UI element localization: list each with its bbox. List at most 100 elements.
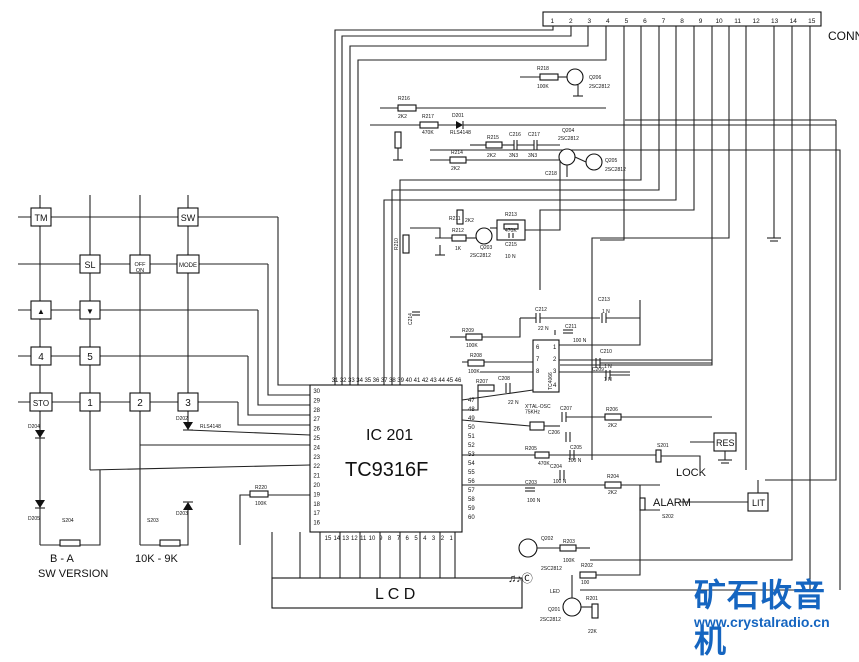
- ic201-name: IC 201: [366, 427, 413, 444]
- label-lit: LIT: [752, 498, 766, 508]
- ic201-part: TC9316F: [345, 459, 428, 481]
- key-up[interactable]: ▲: [37, 307, 45, 316]
- ic201-pin-12: 12: [351, 536, 358, 542]
- top-components: R218 100K Q206 2SC2812 R216 2K2 R217 470…: [370, 66, 836, 325]
- r211-label: R211: [449, 216, 461, 222]
- label-sw-version: SW VERSION: [38, 568, 108, 580]
- ic201-pin-30: 30: [313, 389, 320, 395]
- r209-label: R209: [462, 328, 474, 334]
- watermark-url: www.crystalradio.cn: [694, 614, 830, 630]
- d203-label: D203: [176, 511, 188, 517]
- r202-label: R202: [581, 563, 593, 569]
- key-sto[interactable]: STO: [33, 399, 49, 408]
- r212-value: 1K: [455, 246, 462, 252]
- c217-value: 3N3: [528, 153, 537, 159]
- c208-value: 22 N: [508, 400, 519, 406]
- key-tm[interactable]: TM: [35, 213, 48, 223]
- r216-value: 2K2: [398, 114, 407, 120]
- ic201-pin-52: 52: [468, 443, 475, 449]
- r207-label: R207: [476, 379, 488, 385]
- connector-pin-12: 12: [753, 18, 761, 25]
- ic201-pin-10: 10: [369, 536, 376, 542]
- ic201-pin-22: 22: [313, 464, 320, 470]
- c210-value: 1 N: [604, 364, 612, 370]
- ic201-pin-23: 23: [313, 455, 320, 461]
- ic202-pin7: 7: [536, 357, 540, 363]
- lcd-label: L C D: [375, 586, 415, 603]
- ic201-pin-14: 14: [333, 536, 340, 542]
- ic201-pin-8: 8: [388, 536, 392, 542]
- buzzer-symbol: ♫♪Ⓒ: [508, 572, 533, 585]
- r213-value: 470K: [505, 228, 517, 234]
- q205-label: Q205: [605, 158, 617, 164]
- ic201-pin-11: 11: [360, 536, 367, 542]
- c203-label: C203: [525, 480, 537, 486]
- ic201-pin-41: 41: [414, 378, 421, 384]
- c212-label: C212: [535, 307, 547, 313]
- q206-type: 2SC2812: [589, 84, 610, 90]
- ic201-pin-34: 34: [356, 378, 363, 384]
- watermark: 矿石收音机 www.crystalradio.cn: [680, 570, 855, 659]
- c211-value: 100 N: [573, 338, 587, 344]
- r218-value: 100K: [537, 84, 549, 90]
- ic201-pin-29: 29: [313, 398, 320, 404]
- connector-pin-8: 8: [680, 18, 684, 25]
- ic201-pin-31: 31: [332, 378, 339, 384]
- ic201-pin-35: 35: [364, 378, 371, 384]
- r216-label: R216: [398, 96, 410, 102]
- ic201-pin-58: 58: [468, 497, 475, 503]
- ic201-pin-37: 37: [381, 378, 388, 384]
- c215-label: C215: [505, 242, 517, 248]
- key-3[interactable]: 3: [185, 398, 191, 409]
- q202-type: 2SC2812: [541, 566, 562, 572]
- ic201-pin-46: 46: [455, 378, 462, 384]
- connector-pin-10: 10: [715, 18, 723, 25]
- r202-value: 100: [581, 580, 590, 586]
- label-ba: B - A: [50, 553, 75, 565]
- q206-label: Q206: [589, 75, 601, 81]
- key-2[interactable]: 2: [137, 398, 143, 409]
- r203-value: 100K: [563, 558, 575, 564]
- key-sw[interactable]: SW: [181, 213, 196, 223]
- r218-label: R218: [537, 66, 549, 72]
- key-1[interactable]: 1: [87, 398, 93, 409]
- band-switches: S204 B - A SW VERSION S203 10K - 9K: [38, 445, 189, 580]
- key-sl[interactable]: SL: [84, 260, 95, 270]
- d204-label: D204: [28, 424, 40, 430]
- connector-pin-5: 5: [625, 18, 629, 25]
- c204-label: C204: [550, 464, 562, 470]
- r211-value: 2K2: [465, 218, 474, 224]
- r217-label: R217: [422, 114, 434, 120]
- connector-pin-13: 13: [771, 18, 779, 25]
- ic201-pin-6: 6: [406, 536, 410, 542]
- ic201-pin-56: 56: [468, 479, 475, 485]
- r215-value: 2K2: [487, 153, 496, 159]
- ic201-pin-36: 36: [373, 378, 380, 384]
- r212-label: R212: [452, 228, 464, 234]
- ic201-pin-45: 45: [446, 378, 453, 384]
- c209-value: 1 N: [604, 377, 612, 383]
- q204-label: Q204: [562, 128, 574, 134]
- d2xx-label: RLS4148: [200, 424, 221, 430]
- c206-label: C206: [548, 430, 560, 436]
- r204-value: 2K2: [608, 490, 617, 496]
- ic201-pin-39: 39: [397, 378, 404, 384]
- connector-pin-4: 4: [606, 18, 610, 25]
- key-mode[interactable]: MODE: [179, 263, 197, 269]
- q201-label: Q201: [548, 607, 560, 613]
- connector-pin-6: 6: [643, 18, 647, 25]
- key-5[interactable]: 5: [87, 352, 93, 363]
- key-down[interactable]: ▼: [86, 307, 94, 316]
- ic201-pin-57: 57: [468, 488, 475, 494]
- q204-type: 2SC2812: [558, 136, 579, 142]
- c216-value: 3N3: [509, 153, 518, 159]
- connector-pin-11: 11: [734, 18, 741, 25]
- connector-pin-7: 7: [662, 18, 666, 25]
- ic202-pin3: 3: [553, 369, 557, 375]
- ic201-pin-32: 32: [340, 378, 347, 384]
- key-4[interactable]: 4: [38, 352, 44, 363]
- ic201-pin-40: 40: [405, 378, 412, 384]
- q201-type: 2SC2812: [540, 617, 561, 623]
